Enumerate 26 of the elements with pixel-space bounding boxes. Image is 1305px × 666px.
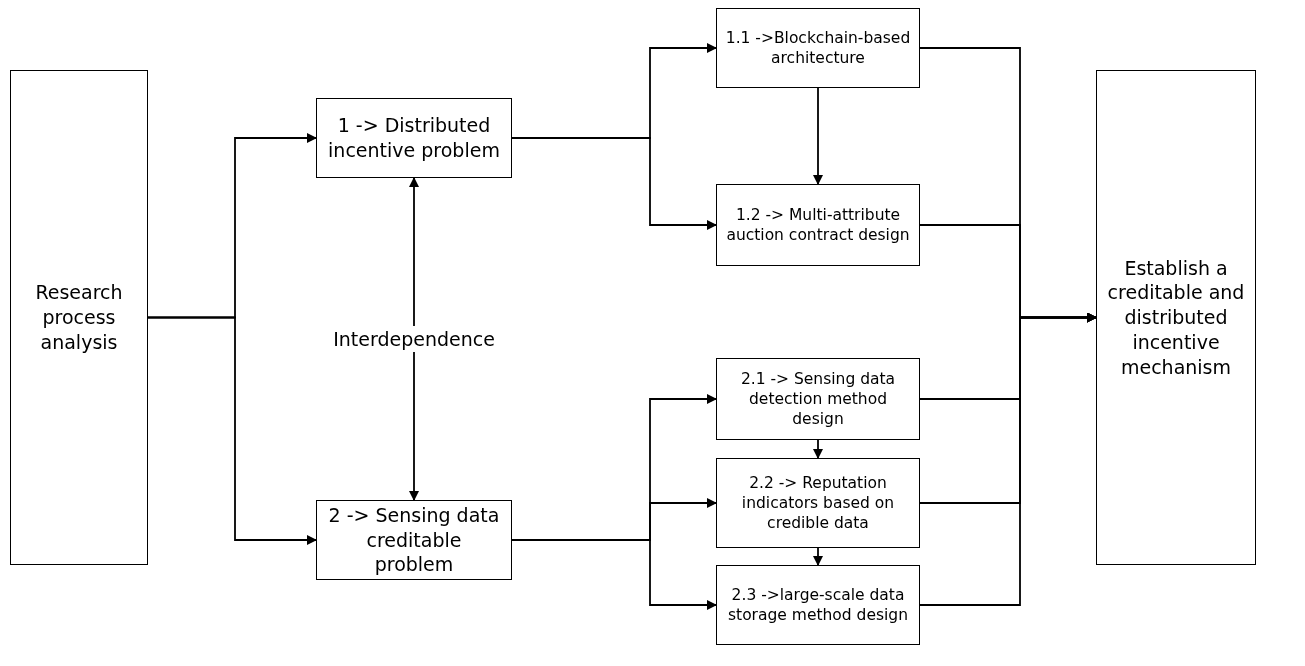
box-text: 1.2 -> Multi-attribute auction contract design xyxy=(725,204,911,246)
box-text: 2.2 -> Reputation indicators based on credible data xyxy=(740,472,896,534)
process-box xyxy=(716,358,920,440)
arrow xyxy=(511,137,717,230)
box-text: 1.1 ->Blockchain-based architecture xyxy=(725,27,911,69)
process-box xyxy=(316,500,512,580)
arrow xyxy=(919,312,1097,606)
box-text: 2 -> Sensing data creditable problem xyxy=(327,502,501,578)
process-box xyxy=(316,98,512,178)
process-box xyxy=(716,565,920,645)
process-box xyxy=(716,184,920,266)
result-box xyxy=(1096,70,1256,565)
arrow xyxy=(813,547,823,566)
arrow xyxy=(147,316,317,545)
box-text: Research process analysis xyxy=(34,280,124,355)
start-box xyxy=(10,70,148,565)
arrow xyxy=(511,539,717,610)
box-text: 2.3 ->large-scale data storage method design xyxy=(727,584,909,626)
box-text: 1 -> Distributed incentive problem xyxy=(327,113,501,163)
process-box xyxy=(716,458,920,548)
arrow xyxy=(813,439,823,459)
box-text: 2.1 -> Sensing data detection method design xyxy=(739,368,897,430)
arrow xyxy=(813,87,823,185)
box-text: Establish a creditable and distributed incentive mechanism xyxy=(1106,255,1246,380)
arrow xyxy=(409,177,419,501)
process-box xyxy=(716,8,920,88)
